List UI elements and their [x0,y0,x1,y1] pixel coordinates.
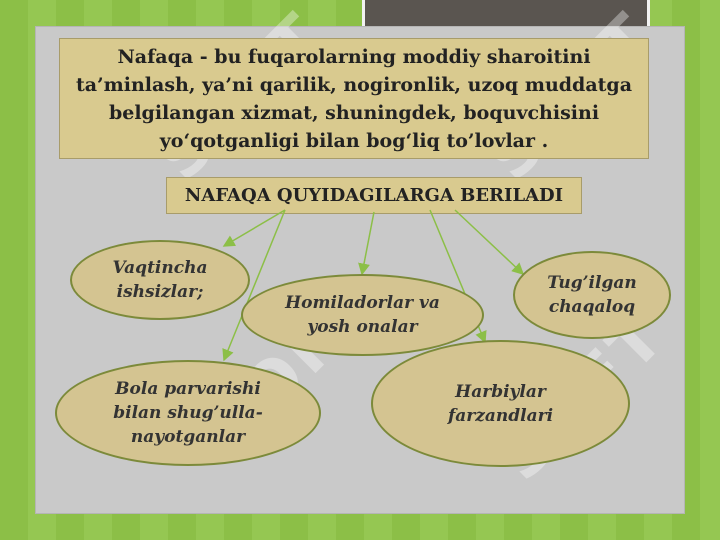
arrow-to-item-4 [222,209,286,362]
arrow-to-item-2 [358,211,375,276]
arrow-to-item-3 [454,209,525,276]
heading-box: NAFAQA QUYIDAGILARGA BERILADI [166,177,582,214]
arrow-to-item-1 [222,209,286,247]
item-harbiylar-farzandlari: Harbiylar farzandlari [371,340,630,467]
intro-text: Nafaqa - bu fuqarolarning moddiy sharoit… [75,45,633,152]
item-homiladorlar: Homiladorlar va yosh onalar [241,274,484,356]
intro-text-box: Nafaqa - bu fuqarolarning moddiy sharoit… [59,38,649,159]
item-tugilgan-chaqaloq: Tug’ilgan chaqaloq [513,251,671,339]
item-bola-parvarishi: Bola parvarishi bilan shug’ulla-nayotgan… [55,360,321,466]
heading-text: NAFAQA QUYIDAGILARGA BERILADI [184,185,564,206]
item-vaqtincha-ishsizlar: Vaqtincha ishsizlar; [70,240,250,320]
